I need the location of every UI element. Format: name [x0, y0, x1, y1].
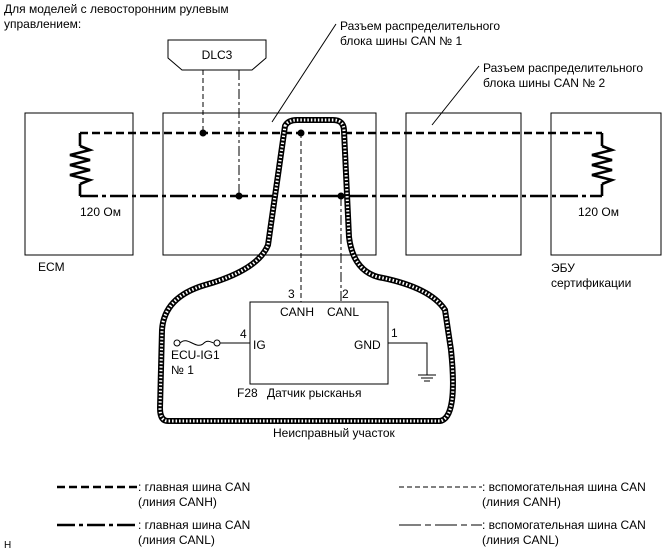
jb2-callout-line-1: Разъем распределительного [483, 61, 643, 75]
jb1-callout-leader [271, 23, 337, 123]
ecm-resistor-icon [69, 144, 95, 186]
fault-area-label: Неисправный участок [273, 426, 396, 440]
junction-block-1-box [162, 112, 377, 256]
pin-canh-label: CANH [280, 305, 314, 319]
jb1-callout-line-1: Разъем распределительного [340, 19, 500, 33]
ecm-box [24, 112, 134, 256]
legend-aux-canh-line-1: : вспомогательная шина CAN [482, 480, 646, 494]
legend-main-canl-line-2: (линия CANL) [138, 533, 215, 547]
pin-canl-label: CANL [327, 305, 359, 319]
sensor-code: F28 [237, 386, 258, 400]
pin-canl-number: 2 [342, 287, 349, 301]
certification-ecu-box [550, 112, 662, 256]
pin-canh-number: 3 [288, 287, 295, 301]
legend-main-canl-line-1: : главная шина CAN [138, 518, 250, 532]
fuse-icon [179, 340, 215, 346]
junction-block-2-box [405, 112, 522, 256]
fuse-terminal-left [173, 339, 181, 347]
header-line-2: управлением: [4, 17, 81, 31]
pin-ig-number: 4 [240, 327, 247, 341]
fuse-label-line-2: № 1 [171, 363, 194, 377]
jb1-callout-line-2: блока шины CAN № 1 [340, 34, 462, 48]
cert-resistor-value: 120 Ом [578, 205, 619, 219]
legend-aux-canl-line-1: : вспомогательная шина CAN [482, 518, 646, 532]
legend-aux-canh-line-2: (линия CANH) [482, 495, 561, 509]
pin-ig-label: IG [253, 338, 266, 352]
legend-aux-canl-line-2: (линия CANL) [482, 533, 559, 547]
footer-code: H [4, 540, 11, 551]
ecm-label: ECM [38, 260, 65, 274]
fuse-label-line-1: ECU-IG1 [171, 348, 220, 362]
jb2-callout-leader [431, 65, 480, 126]
cert-ecu-label-line-1: ЭБУ [551, 261, 575, 275]
splice-dlc3-canh [199, 129, 207, 137]
header-line-1: Для моделей с левосторонним рулевым [4, 2, 229, 16]
dlc3-connector-shape [167, 39, 267, 71]
legend-main-canh-line-2: (линия CANH) [138, 495, 217, 509]
ecm-resistor-value: 120 Ом [80, 205, 121, 219]
pin-gnd-label: GND [354, 338, 381, 352]
legend-main-canh-line-1: : главная шина CAN [138, 480, 250, 494]
dlc3-label: DLC3 [202, 48, 233, 62]
fuse-terminal-right [213, 339, 221, 347]
fault-area-hatching [158, 118, 455, 423]
pin-gnd-number: 1 [391, 326, 398, 340]
splice-dlc3-canl [235, 192, 243, 200]
gnd-wire [388, 342, 428, 375]
cert-ecu-label-line-2: сертификации [551, 276, 631, 290]
jb2-callout-line-2: блока шины CAN № 2 [483, 76, 605, 90]
cert-resistor-icon [591, 144, 617, 186]
sensor-name: Датчик рысканья [267, 386, 361, 400]
